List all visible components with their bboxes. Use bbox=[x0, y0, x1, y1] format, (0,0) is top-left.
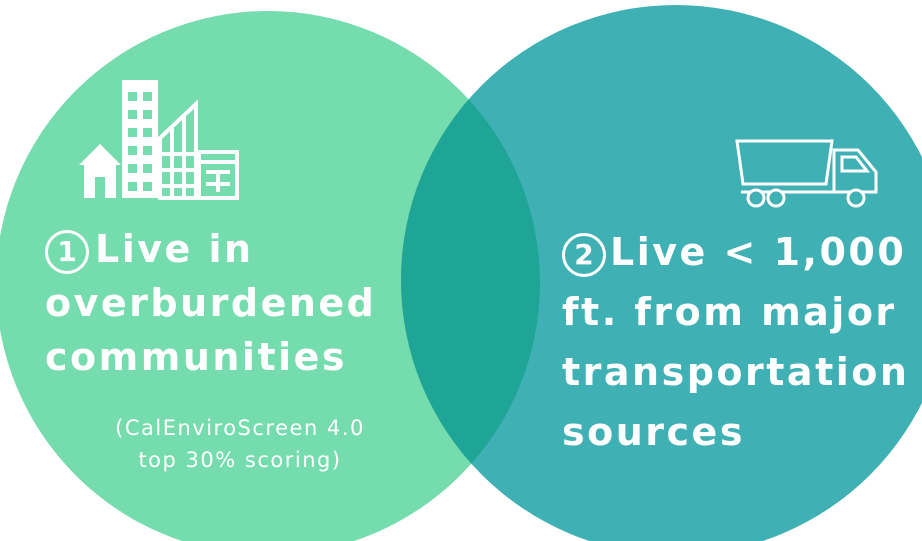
right-title-line: transportation bbox=[562, 350, 910, 394]
right-circle bbox=[401, 5, 922, 541]
number-badge: 2 bbox=[562, 232, 606, 277]
city-buildings-icon bbox=[79, 80, 239, 200]
dump-truck-icon bbox=[735, 139, 878, 208]
right-title-line: sources bbox=[562, 410, 745, 454]
left-title-line: Live in bbox=[95, 227, 254, 271]
right-title-line: Live < 1,000 bbox=[610, 230, 907, 274]
left-note-line: (CalEnviroScreen 4.0 bbox=[115, 416, 365, 440]
right-title-line: ft. from major bbox=[562, 290, 897, 334]
left-criterion-note: (CalEnviroScreen 4.0 top 30% scoring) bbox=[50, 412, 430, 476]
left-note-line: top 30% scoring) bbox=[138, 448, 342, 472]
number-badge: 1 bbox=[45, 229, 89, 274]
left-title-line: communities bbox=[45, 335, 348, 379]
left-title-line: overburdened bbox=[45, 281, 377, 325]
